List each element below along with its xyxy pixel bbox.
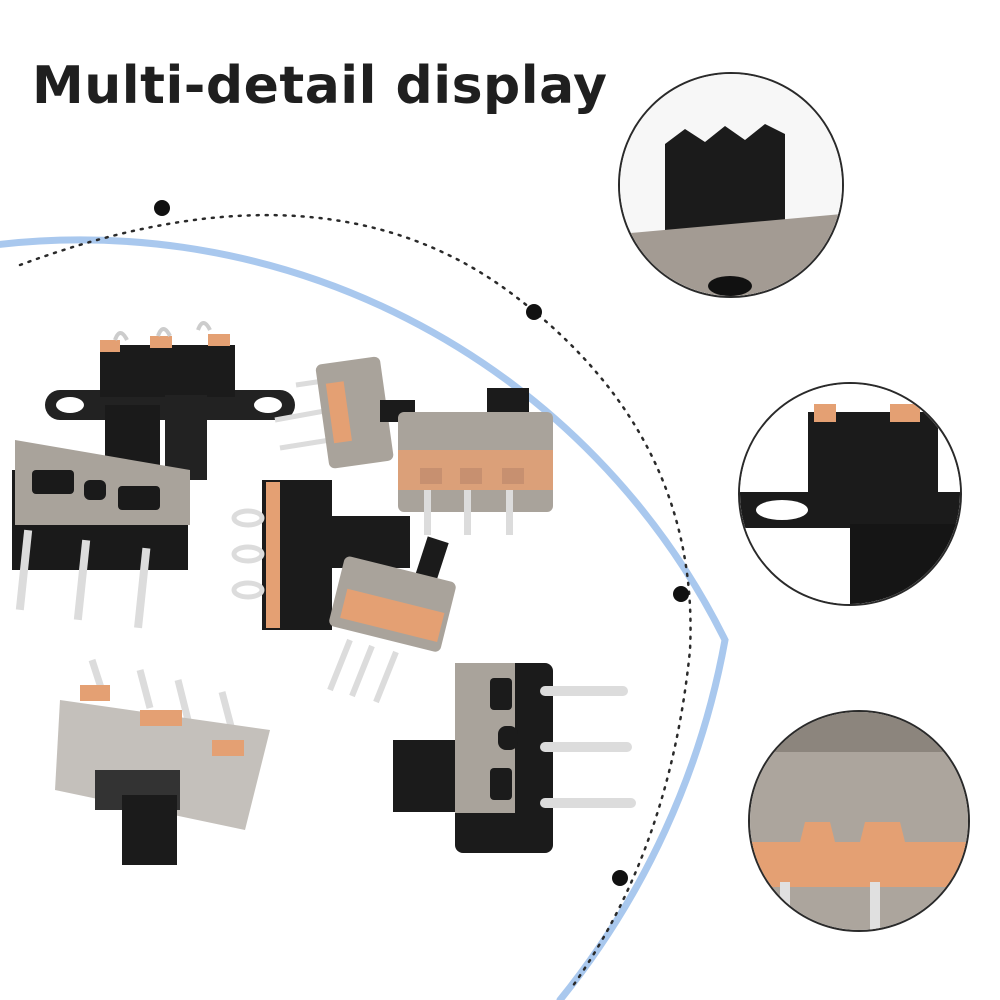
- arc-dot-4: [612, 870, 628, 886]
- arc-dot-2: [526, 304, 542, 320]
- slide-switch-icon: [274, 356, 415, 469]
- arc-dot-1: [154, 200, 170, 216]
- slide-switch-icon: [12, 440, 190, 629]
- arc-dot-3: [673, 586, 689, 602]
- mounting-tab-closeup: [738, 382, 962, 606]
- slide-switch-icon: [55, 658, 270, 865]
- slide-switch-icon: [231, 480, 410, 630]
- dotted-arc: [18, 213, 692, 992]
- switch-knob-closeup: [618, 72, 844, 298]
- copper-contacts-closeup: [748, 710, 970, 932]
- slide-switch-icon: [398, 388, 553, 535]
- slide-switch-icon: [45, 321, 295, 480]
- page-title: Multi-detail display: [32, 56, 608, 116]
- blue-arc: [0, 236, 729, 1000]
- slide-switch-icon: [327, 536, 456, 704]
- slide-switch-icon: [393, 663, 636, 853]
